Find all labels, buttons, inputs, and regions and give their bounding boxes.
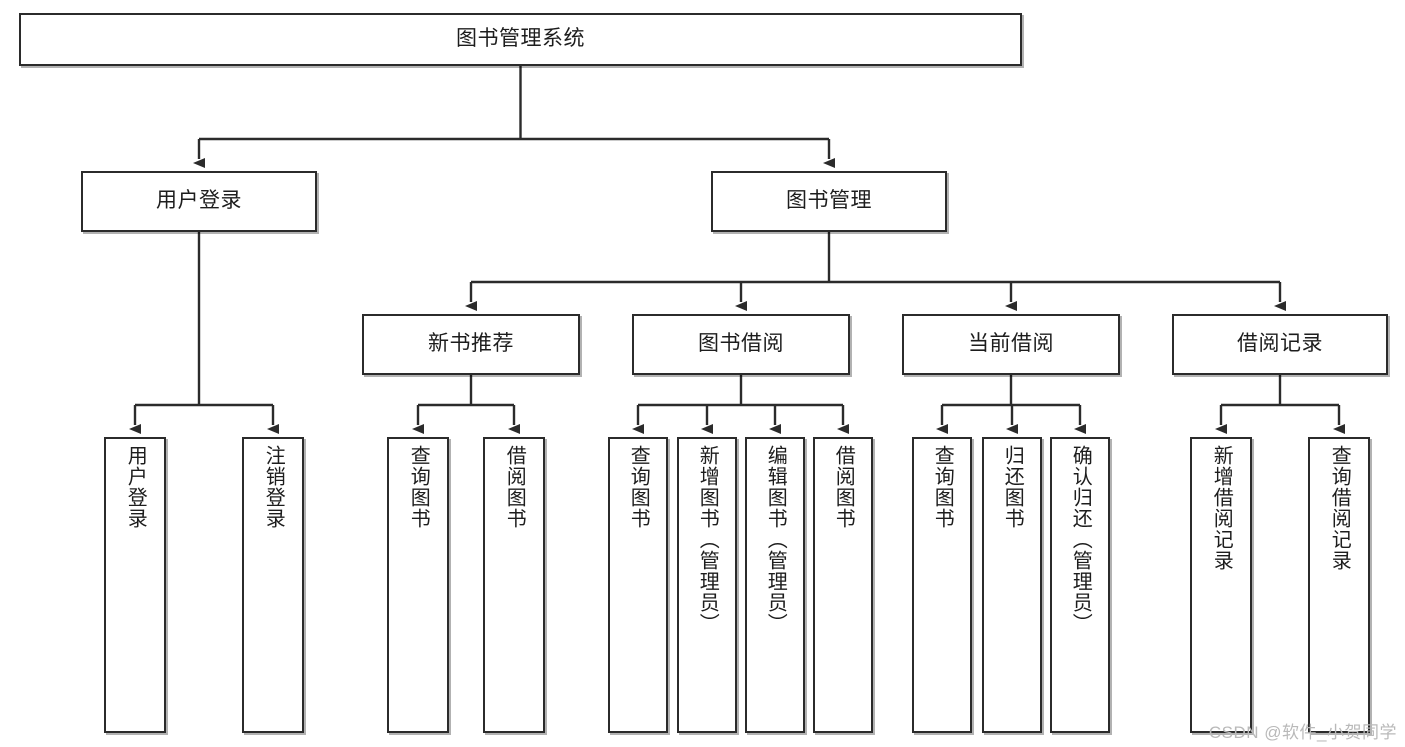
node-label: 图书管理	[786, 189, 872, 213]
node-label: 查询图书	[627, 445, 650, 529]
node-label: 查询图书	[931, 445, 954, 529]
node-lf7[interactable]: 编辑图书（管理员）	[745, 437, 805, 733]
node-lf13[interactable]: 查询借阅记录	[1308, 437, 1370, 733]
node-label: 图书借阅	[698, 332, 784, 356]
node-l2c[interactable]: 当前借阅	[902, 314, 1120, 375]
node-label: 编辑图书（管理员）	[764, 445, 787, 634]
node-label: 当前借阅	[968, 332, 1054, 356]
node-lf2[interactable]: 注销登录	[242, 437, 304, 733]
node-lf10[interactable]: 归还图书	[982, 437, 1042, 733]
node-label: 新书推荐	[428, 332, 514, 356]
node-label: 确认归还（管理员）	[1069, 445, 1092, 634]
node-label: 用户登录	[124, 445, 147, 529]
node-label: 新增借阅记录	[1210, 445, 1233, 571]
node-lf6[interactable]: 新增图书（管理员）	[677, 437, 737, 733]
node-l2b[interactable]: 图书借阅	[632, 314, 850, 375]
node-lf9[interactable]: 查询图书	[912, 437, 972, 733]
node-label: 借阅图书	[503, 445, 526, 529]
node-lf12[interactable]: 新增借阅记录	[1190, 437, 1252, 733]
node-lf8[interactable]: 借阅图书	[813, 437, 873, 733]
node-lf5[interactable]: 查询图书	[608, 437, 668, 733]
node-label: 归还图书	[1001, 445, 1024, 529]
node-label: 借阅图书	[832, 445, 855, 529]
node-lf1[interactable]: 用户登录	[104, 437, 166, 733]
node-label: 查询借阅记录	[1328, 445, 1351, 571]
node-l2a[interactable]: 新书推荐	[362, 314, 580, 375]
node-l1b[interactable]: 图书管理	[711, 171, 947, 232]
node-l2d[interactable]: 借阅记录	[1172, 314, 1388, 375]
node-l1a[interactable]: 用户登录	[81, 171, 317, 232]
node-lf11[interactable]: 确认归还（管理员）	[1050, 437, 1110, 733]
node-lf4[interactable]: 借阅图书	[483, 437, 545, 733]
node-lf3[interactable]: 查询图书	[387, 437, 449, 733]
node-label: 注销登录	[262, 445, 285, 529]
node-label: 借阅记录	[1237, 332, 1323, 356]
node-label: 查询图书	[407, 445, 430, 529]
watermark-text: CSDN @软件_小贺同学	[1208, 723, 1397, 742]
node-label: 图书管理系统	[456, 27, 585, 51]
node-label: 用户登录	[156, 189, 242, 213]
node-root[interactable]: 图书管理系统	[19, 13, 1022, 66]
node-label: 新增图书（管理员）	[696, 445, 719, 634]
